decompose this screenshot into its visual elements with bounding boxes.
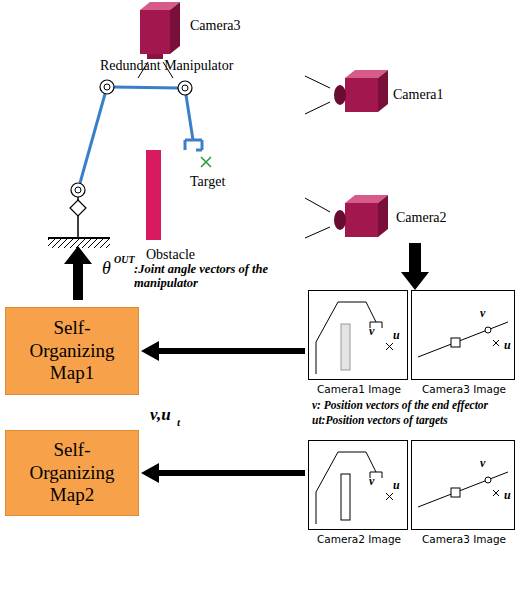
camera-icon	[305, 195, 388, 238]
manipulator	[48, 80, 202, 248]
text-label: Camera1	[393, 87, 444, 103]
panel-caption: Camera2 Image	[309, 533, 409, 545]
flow-arrow	[141, 341, 305, 361]
panel-caption: Camera3 Image	[412, 533, 516, 545]
box-text: Self-Organizing Map1	[6, 317, 138, 385]
camera-icon	[305, 70, 388, 114]
image-sketch	[316, 452, 508, 524]
text-label: ut:Position vectors of targets	[312, 414, 448, 427]
text-label: OUT	[114, 254, 135, 266]
box-text: Self-Organizing Map2	[6, 439, 138, 507]
flow-arrow	[141, 463, 305, 483]
flow-arrow	[64, 246, 92, 300]
process-box: Self-Organizing Map1	[5, 307, 139, 395]
camera-image-panel: Camera3 Imagevu	[411, 440, 515, 530]
camera-image-panel: Camera1 Imagevu	[308, 290, 408, 380]
image-sketch	[316, 302, 508, 374]
vector-label: v	[480, 307, 485, 321]
text-label: Camera3	[190, 18, 241, 34]
vector-label: v	[369, 475, 374, 489]
text-label: t	[177, 416, 180, 429]
panel-caption: Camera3 Image	[412, 383, 516, 395]
camera-image-panel: Camera2 Imagevu	[308, 440, 408, 530]
text-label: Camera2	[396, 210, 447, 226]
text-label: Target	[190, 174, 225, 190]
vector-label: v	[369, 325, 374, 339]
obstacle	[146, 150, 161, 240]
text-label: v: Position vectors of the end effector	[312, 399, 488, 412]
target-mark	[201, 157, 211, 167]
vector-label: u	[393, 329, 400, 343]
text-label: v,u	[150, 405, 171, 425]
text-label: :Joint angle vectors of the manipulator	[134, 262, 284, 291]
text-label: Obstacle	[146, 247, 195, 263]
process-box: Self-Organizing Map2	[5, 430, 139, 516]
vector-label: u	[504, 339, 511, 353]
camera-image-panel: Camera3 Imagevu	[411, 290, 515, 380]
panel-caption: Camera1 Image	[309, 383, 409, 395]
vector-label: v	[480, 457, 485, 471]
text-label: Redundant Manipulator	[100, 58, 233, 74]
flow-arrow	[401, 243, 429, 290]
vector-label: u	[393, 479, 400, 493]
text-label: θ	[102, 258, 111, 279]
vector-label: u	[504, 489, 511, 503]
